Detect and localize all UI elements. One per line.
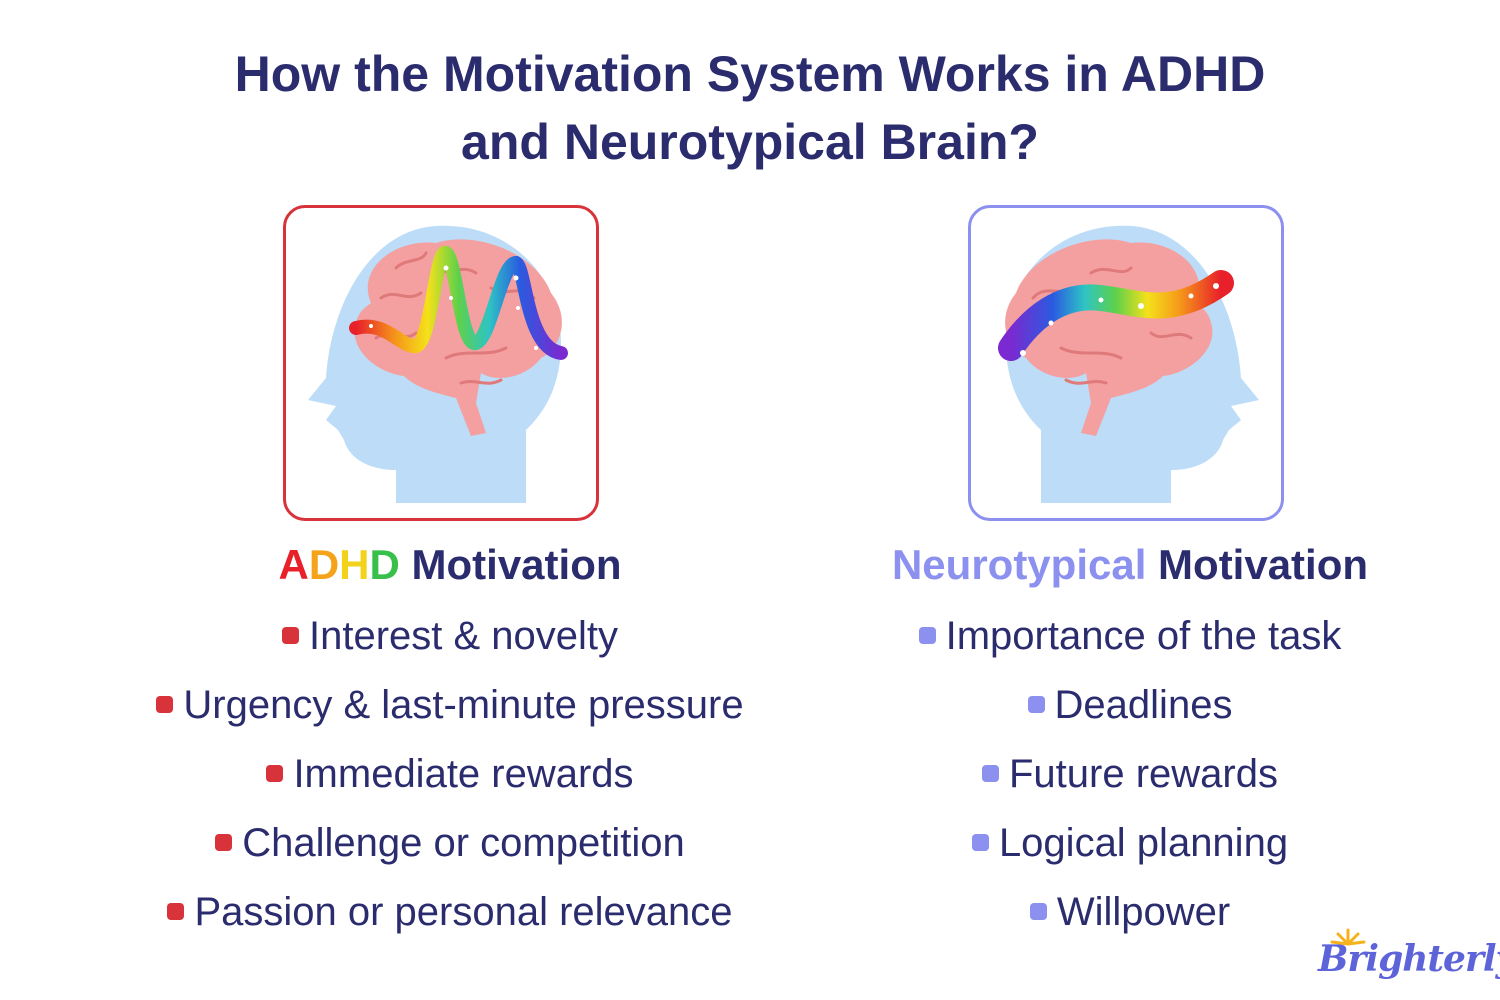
brain bbox=[354, 239, 562, 436]
list-item: Logical planning bbox=[780, 811, 1480, 880]
neurotypical-heading-colored: Neurotypical bbox=[891, 541, 1147, 588]
bullet-icon bbox=[156, 695, 174, 713]
logo-text: Brighterly bbox=[1318, 938, 1500, 980]
list-item: Willpower bbox=[780, 880, 1480, 949]
list-item: Importance of the task bbox=[780, 604, 1480, 673]
page-title: How the Motivation System Works in ADHD … bbox=[0, 40, 1500, 176]
neurotypical-brain-card bbox=[968, 205, 1284, 521]
adhd-letter-a: A bbox=[278, 541, 309, 588]
adhd-brain-card bbox=[283, 205, 599, 521]
title-line-1: How the Motivation System Works in ADHD bbox=[234, 46, 1266, 102]
bullet-icon bbox=[1027, 695, 1045, 713]
title-line-2: and Neurotypical Brain? bbox=[461, 114, 1039, 170]
adhd-letter-d2: D bbox=[369, 541, 400, 588]
adhd-heading: ADHD Motivation bbox=[0, 538, 900, 592]
neurotypical-heading: Neurotypical Motivation bbox=[780, 538, 1480, 592]
bullet-icon bbox=[1029, 902, 1047, 920]
sun-icon bbox=[1330, 928, 1366, 946]
list-item: Immediate rewards bbox=[0, 742, 900, 811]
bullet-icon bbox=[215, 833, 233, 851]
neurotypical-brain-illustration bbox=[998, 225, 1259, 503]
adhd-letter-d1: D bbox=[308, 541, 340, 588]
adhd-letter-h: H bbox=[339, 541, 370, 588]
bullet-icon bbox=[982, 764, 999, 782]
list-item: Passion or personal relevance bbox=[0, 880, 900, 949]
bullet-icon bbox=[281, 626, 299, 644]
bullet-icon bbox=[266, 764, 284, 782]
neurotypical-heading-rest: Motivation bbox=[1158, 541, 1369, 588]
bullet-icon bbox=[167, 902, 185, 920]
neurotypical-motivators-list: Importance of the task Deadlines Future … bbox=[780, 604, 1480, 949]
wave-stars bbox=[369, 265, 538, 350]
list-item: Future rewards bbox=[780, 742, 1480, 811]
list-item: Urgency & last-minute pressure bbox=[0, 673, 900, 742]
brain bbox=[1005, 239, 1213, 436]
brighterly-logo: Brighterly bbox=[1318, 926, 1500, 990]
band-stars bbox=[1020, 283, 1219, 356]
adhd-heading-rest: Motivation bbox=[411, 541, 622, 588]
bullet-icon bbox=[971, 833, 989, 851]
motivation-wave bbox=[349, 245, 568, 360]
list-item: Challenge or competition bbox=[0, 811, 900, 880]
adhd-brain-illustration bbox=[308, 225, 568, 503]
list-item: Interest & novelty bbox=[0, 604, 900, 673]
list-item: Deadlines bbox=[780, 673, 1480, 742]
bullet-icon bbox=[918, 626, 936, 644]
adhd-motivators-list: Interest & novelty Urgency & last-minute… bbox=[0, 604, 900, 949]
